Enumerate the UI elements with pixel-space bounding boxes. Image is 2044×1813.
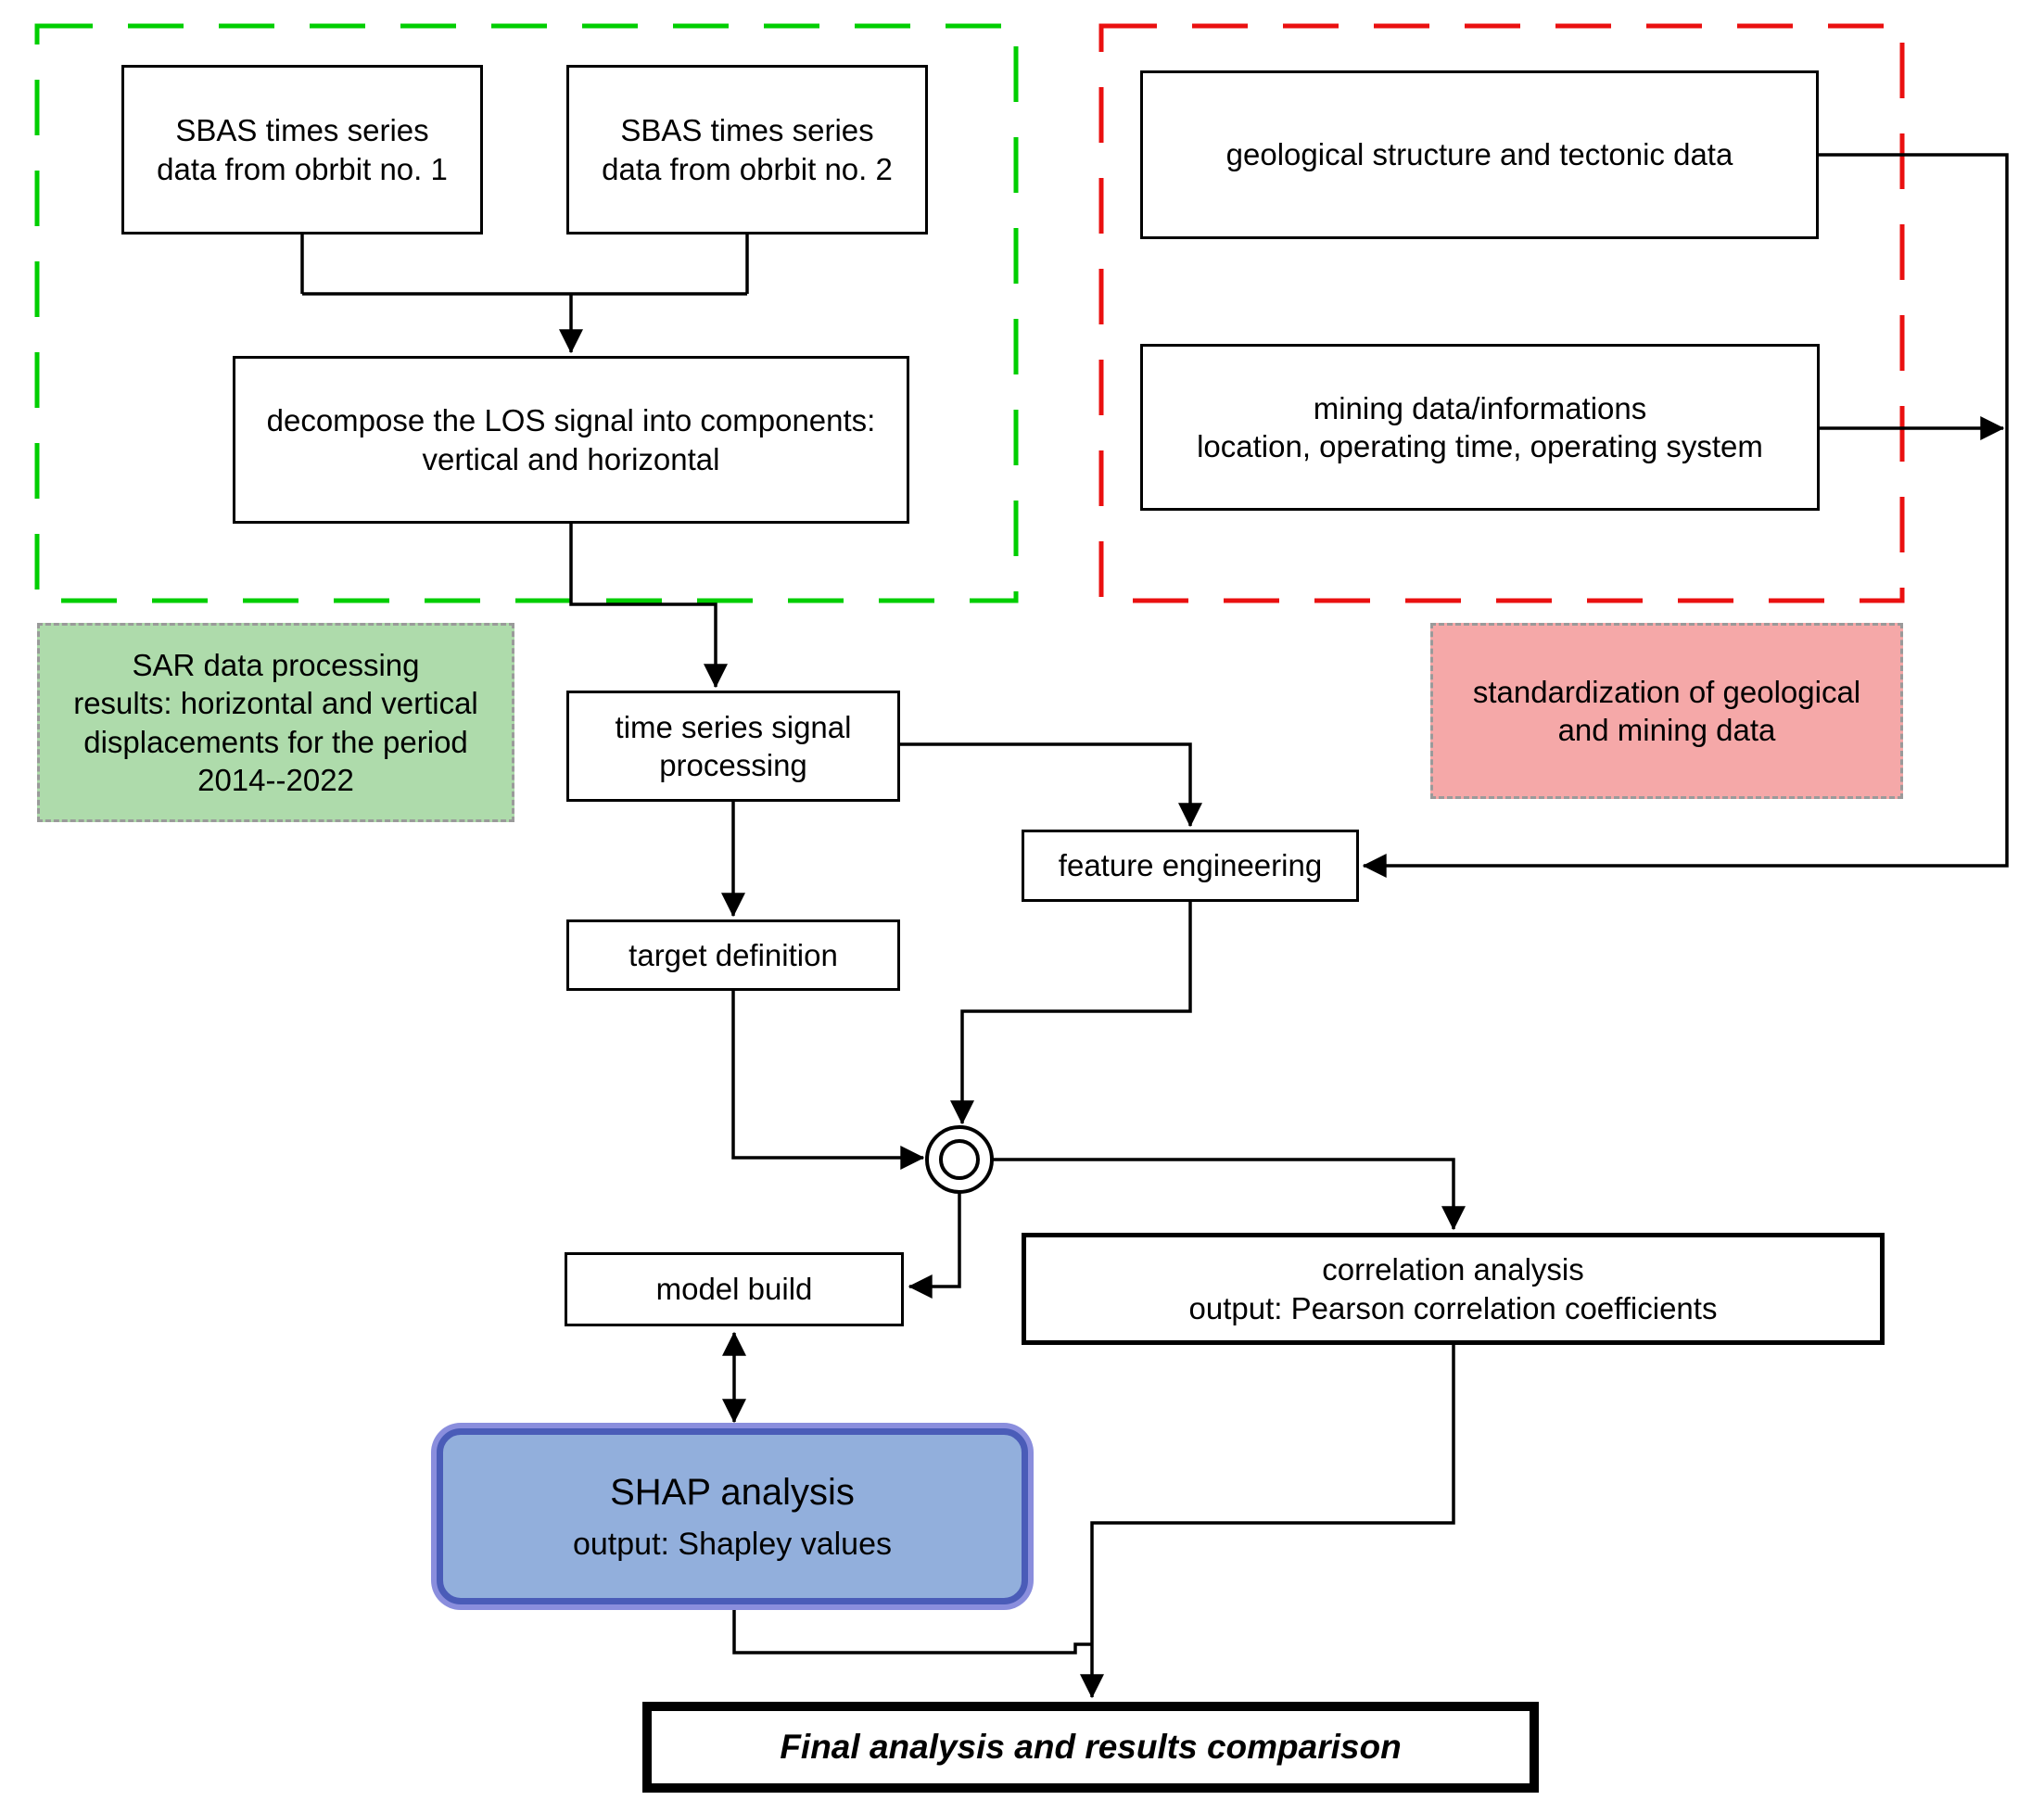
node-label: processing	[659, 748, 807, 782]
node-label: vertical and horizontal	[422, 441, 720, 476]
note-label: SAR data processing	[132, 648, 420, 682]
note-label: results: horizontal and vertical	[73, 686, 478, 721]
edge-correlation-final	[1080, 1345, 1455, 1699]
node-feature-engineering: feature engineering	[1022, 830, 1359, 902]
edge-geological-to-feature	[1362, 153, 2009, 878]
node-label: data from obrbit no. 1	[157, 151, 448, 186]
node-label: model build	[655, 1272, 813, 1307]
node-final-analysis: Final analysis and results comparison	[642, 1702, 1539, 1793]
node-mining-data: mining data/informations location, opera…	[1140, 344, 1820, 511]
node-geological-data: geological structure and tectonic data	[1140, 70, 1819, 239]
note-label: 2014--2022	[197, 762, 354, 797]
node-sbas-orbit-1: SBAS times series data from obrbit no. 1	[121, 65, 483, 235]
node-label: location, operating time, operating syst…	[1197, 429, 1763, 463]
node-correlation-analysis: correlation analysis output: Pearson cor…	[1022, 1233, 1885, 1345]
node-target-definition: target definition	[566, 919, 900, 991]
note-label: standardization of geological	[1472, 674, 1861, 709]
node-label: geological structure and tectonic data	[1225, 137, 1733, 172]
edge-shap-join	[732, 1604, 1092, 1655]
node-label: target definition	[628, 937, 838, 972]
edge-circle-model	[908, 1192, 961, 1299]
edge-feature-circle	[950, 902, 1192, 1125]
node-label: Final analysis and results comparison	[780, 1727, 1402, 1766]
node-shap-analysis: SHAP analysis output: Shapley values	[437, 1428, 1028, 1604]
geo-mining-group-frame	[1098, 23, 1905, 603]
edge-timeseries-feature	[900, 742, 1202, 828]
node-label: SHAP analysis	[610, 1471, 855, 1513]
edge-decompose-timeseries	[569, 524, 728, 689]
sar-processing-group-frame	[34, 23, 1019, 603]
node-label: SBAS times series	[620, 113, 874, 148]
node-label: decompose the LOS signal into components…	[266, 403, 876, 438]
node-decompose-los: decompose the LOS signal into components…	[233, 356, 909, 524]
edge-target-circle	[731, 991, 925, 1170]
node-label: data from obrbit no. 2	[602, 151, 893, 186]
node-label: time series signal	[615, 709, 852, 744]
note-label: and mining data	[1557, 713, 1776, 747]
node-label: mining data/informations	[1313, 390, 1647, 425]
node-sbas-orbit-2: SBAS times series data from obrbit no. 2	[566, 65, 928, 235]
node-label: correlation analysis	[1322, 1252, 1584, 1287]
edge-sbas-merge	[300, 235, 749, 296]
note-standardization: standardization of geological and mining…	[1430, 623, 1903, 799]
node-label: SBAS times series	[175, 113, 429, 148]
node-time-series-processing: time series signal processing	[566, 691, 900, 802]
node-label: output: Pearson correlation coefficients	[1188, 1290, 1718, 1325]
merge-junction-circle	[925, 1125, 994, 1194]
node-label: feature engineering	[1058, 848, 1323, 883]
edges	[300, 153, 2009, 1699]
note-sar-processing-results: SAR data processing results: horizontal …	[37, 623, 514, 822]
node-model-build: model build	[565, 1252, 904, 1326]
edge-circle-correlation	[992, 1158, 1466, 1231]
note-label: displacements for the period	[83, 724, 468, 759]
node-label: output: Shapley values	[572, 1526, 893, 1562]
